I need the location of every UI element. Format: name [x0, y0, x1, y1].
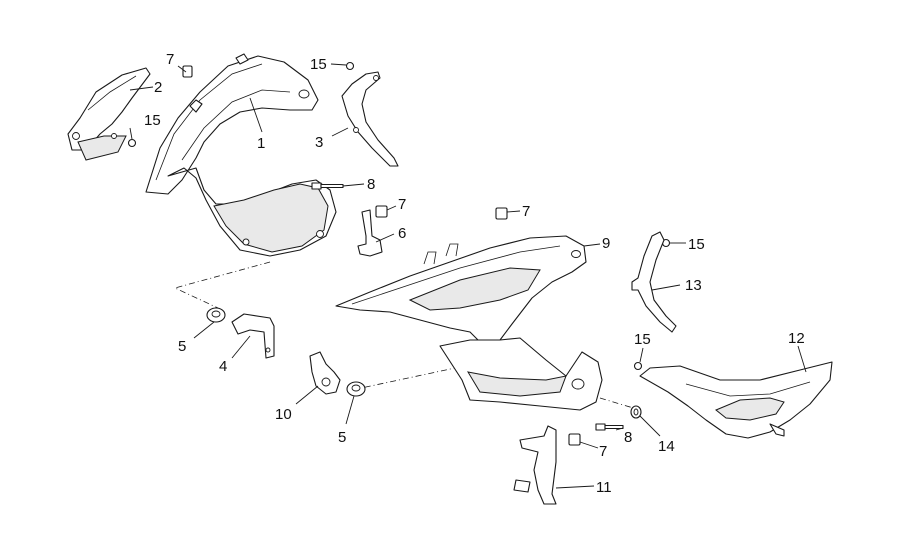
callout-7-a: 7 [166, 51, 174, 68]
callout-2: 2 [154, 79, 162, 96]
callout-11: 11 [596, 479, 612, 496]
part-3-curved-bracket [341, 71, 399, 167]
callout-7-d: 7 [599, 443, 607, 460]
callout-5-a: 5 [178, 338, 186, 355]
callout-4: 4 [219, 358, 227, 375]
callout-15-a: 15 [310, 56, 327, 73]
part-11-bracket [513, 425, 557, 505]
callout-3: 3 [315, 134, 323, 151]
callout-15-d: 15 [634, 331, 651, 348]
callout-7-b: 7 [398, 196, 406, 213]
part-7-clip-a [182, 65, 193, 78]
callout-1: 1 [257, 135, 265, 152]
callout-14: 14 [658, 438, 675, 455]
part-15-nut-b [127, 138, 137, 148]
part-5-grommet-b [346, 381, 366, 397]
part-4-bracket [231, 313, 275, 359]
callout-12: 12 [788, 330, 805, 347]
callout-15-b: 15 [144, 112, 161, 129]
assembly-line-center [351, 367, 456, 391]
callout-10: 10 [275, 406, 292, 423]
part-8-screw-b [595, 423, 624, 431]
part-7-clip-d [568, 433, 581, 446]
part-1-left-fairing [145, 53, 337, 257]
part-9-lower-fairing [335, 235, 603, 411]
callout-15-c: 15 [688, 236, 705, 253]
callout-13: 13 [685, 277, 702, 294]
callout-6: 6 [398, 225, 406, 242]
part-10-bracket [309, 351, 341, 395]
part-15-nut-a [345, 61, 355, 71]
callout-9: 9 [602, 235, 610, 252]
part-5-grommet-a [206, 307, 226, 323]
callout-8-b: 8 [624, 429, 632, 446]
part-12-right-trim [639, 361, 833, 439]
part-6-bracket [357, 209, 383, 257]
assembly-line-left [173, 261, 271, 309]
part-14-washer [630, 405, 642, 419]
part-13-bracket [631, 231, 677, 333]
callout-8-a: 8 [367, 176, 375, 193]
part-7-clip-b [375, 205, 388, 218]
part-15-nut-d [633, 361, 643, 371]
part-7-clip-c [495, 207, 508, 220]
callout-7-c: 7 [522, 203, 530, 220]
callout-5-b: 5 [338, 429, 346, 446]
part-2-upper-trim [67, 67, 151, 161]
